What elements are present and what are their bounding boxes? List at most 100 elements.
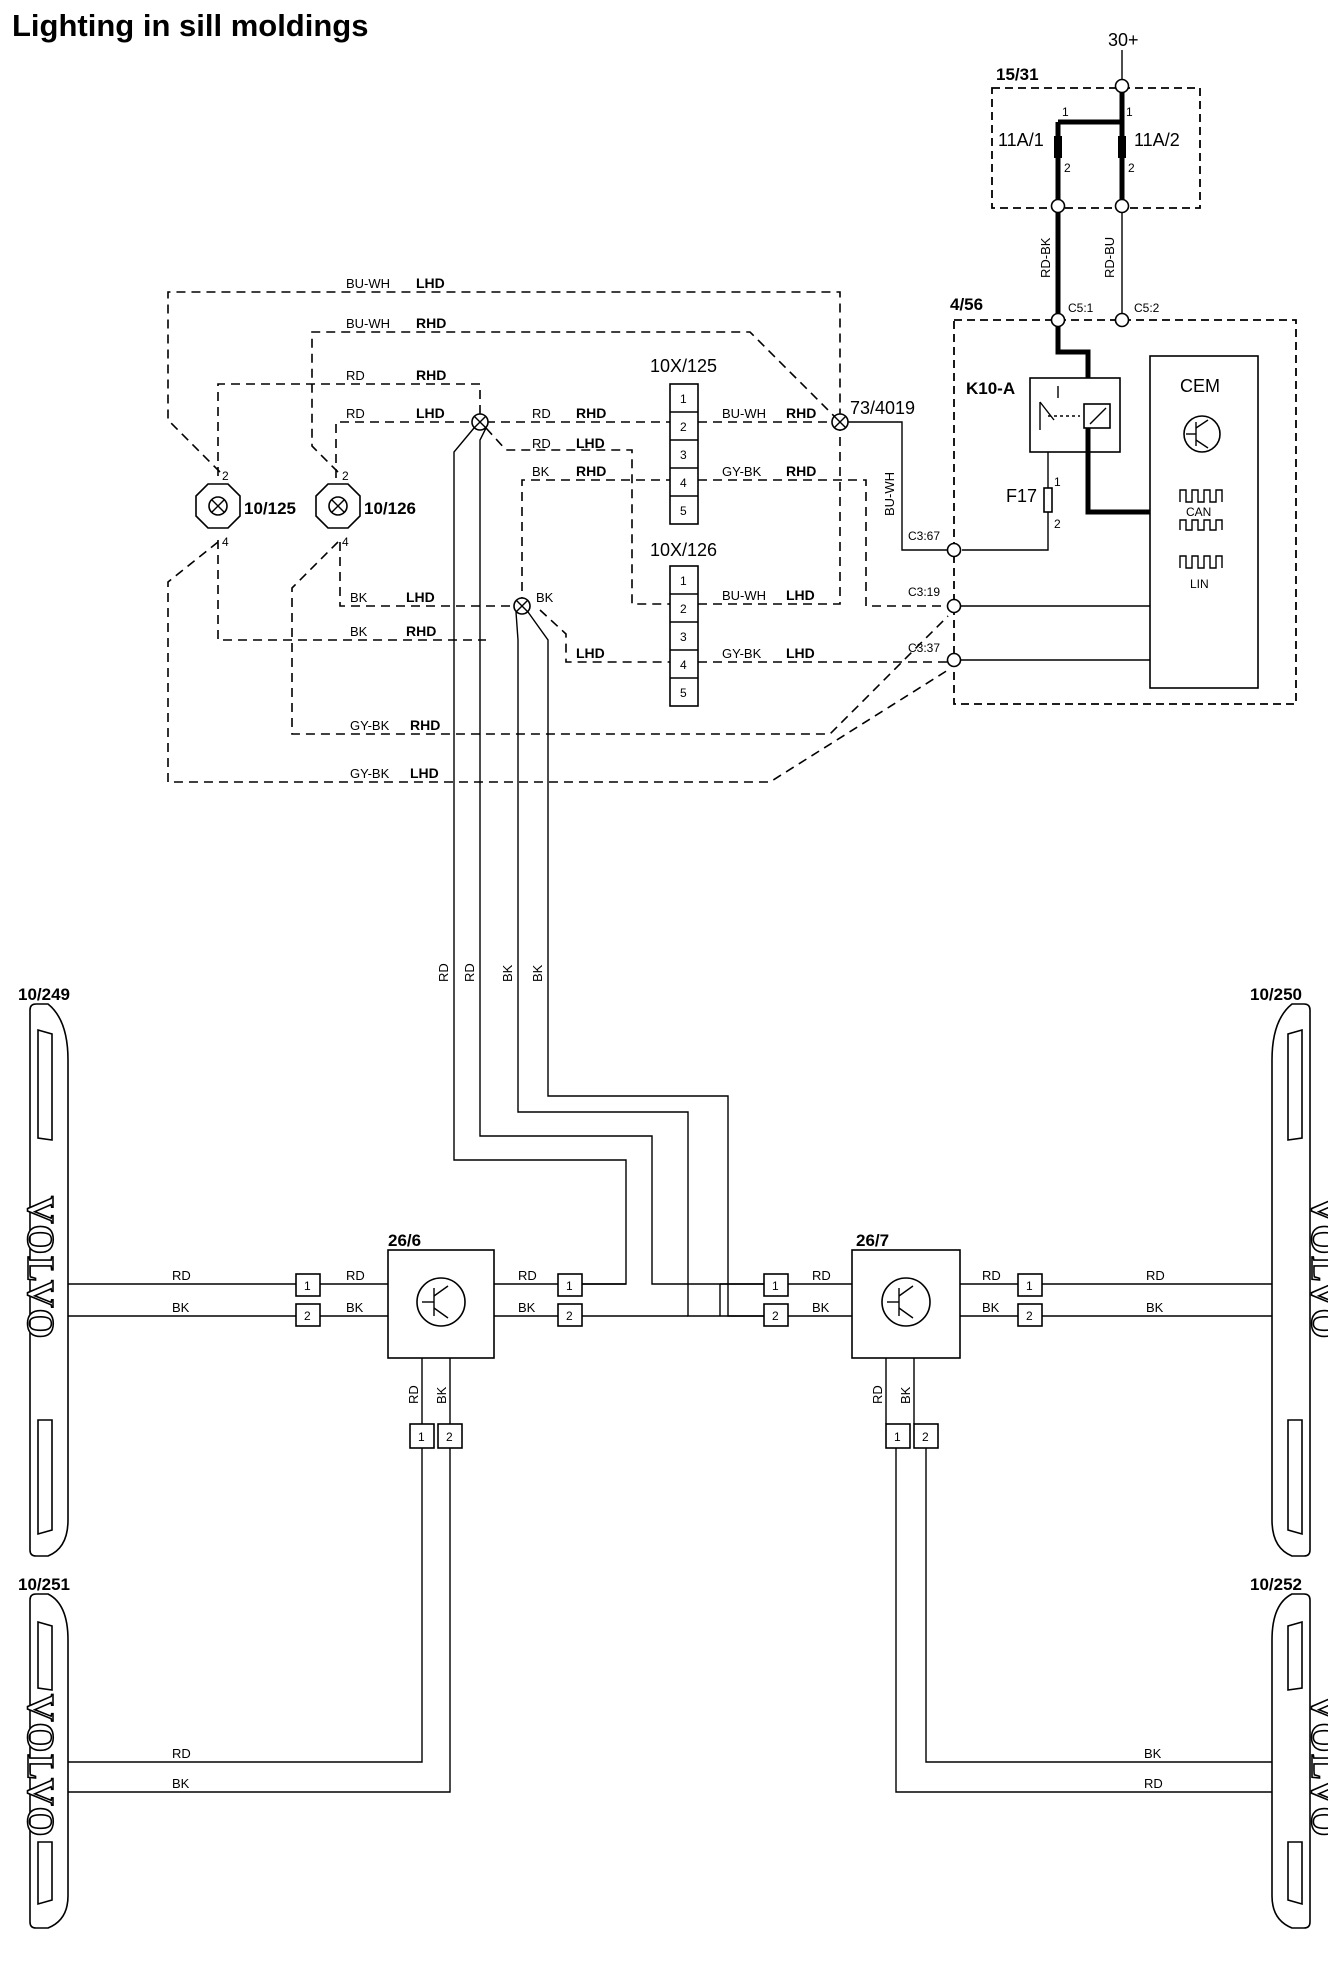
svg-text:RD: RD (982, 1268, 1001, 1283)
svg-text:BK: BK (812, 1300, 830, 1315)
splice-rd (471, 413, 489, 431)
svg-text:BK: BK (536, 590, 554, 605)
svg-text:LHD: LHD (576, 435, 605, 451)
fuse-f17-label: F17 (1006, 486, 1037, 506)
svg-text:RHD: RHD (406, 623, 436, 639)
svg-text:2: 2 (222, 469, 229, 483)
wire-label-rd-bu: RD-BU (1102, 237, 1117, 278)
svg-text:5: 5 (680, 686, 687, 700)
svg-text:2: 2 (304, 1309, 311, 1323)
power-supply-section: 30+ 15/31 1 1 2 2 11A/1 11A/2 RD-BK RD-B… (991, 30, 1201, 314)
svg-text:RD: RD (406, 1385, 421, 1404)
svg-text:1: 1 (680, 574, 687, 588)
svg-text:1: 1 (1126, 105, 1133, 119)
svg-text:2: 2 (772, 1309, 779, 1323)
svg-text:1: 1 (566, 1279, 573, 1293)
svg-text:RD: RD (532, 436, 551, 451)
svg-text:GY-BK: GY-BK (722, 464, 762, 479)
svg-text:BK: BK (1144, 1746, 1162, 1761)
lamp-10-126: 2 4 10/126 (315, 469, 416, 549)
can-label: CAN (1186, 505, 1211, 519)
fuse-11a2-label: 11A/2 (1134, 130, 1180, 150)
svg-text:RD: RD (1146, 1268, 1165, 1283)
svg-text:2: 2 (1054, 517, 1061, 531)
sill-molding-10-251: 10/251 VOLVO (18, 1575, 70, 1929)
fuse-box-outline (991, 87, 1201, 209)
svg-text:RD: RD (518, 1268, 537, 1283)
svg-text:5: 5 (680, 504, 687, 518)
svg-text:2: 2 (342, 469, 349, 483)
svg-text:GY-BK: GY-BK (350, 718, 390, 733)
svg-text:2: 2 (1128, 161, 1135, 175)
svg-text:RHD: RHD (416, 367, 446, 383)
fuse-11a2-body (1118, 136, 1126, 158)
connector-10x-125: 10X/125 1 2 3 4 5 (650, 356, 717, 525)
supply-node (1114, 78, 1130, 94)
lamp-left-label: 10/125 (244, 499, 296, 518)
relay-label: K10-A (966, 379, 1015, 398)
svg-text:2: 2 (922, 1430, 929, 1444)
fuse-11a1-body (1054, 136, 1062, 158)
svg-text:RHD: RHD (786, 405, 816, 421)
relay-coil (1083, 403, 1111, 429)
svg-text:BU-WH: BU-WH (346, 276, 390, 291)
svg-text:C3:37: C3:37 (908, 641, 940, 655)
svg-text:RHD: RHD (410, 717, 440, 733)
svg-text:RHD: RHD (416, 315, 446, 331)
svg-text:RHD: RHD (576, 405, 606, 421)
svg-text:RD: RD (346, 1268, 365, 1283)
svg-text:4: 4 (342, 535, 349, 549)
svg-text:1: 1 (894, 1430, 901, 1444)
svg-text:2: 2 (680, 420, 687, 434)
cem-module-label: 4/56 (950, 295, 983, 314)
svg-text:1: 1 (1062, 105, 1069, 119)
sill-logo: VOLVO (19, 1694, 61, 1838)
svg-text:BK: BK (518, 1300, 536, 1315)
supply-label: 30+ (1108, 30, 1139, 50)
lin-label: LIN (1190, 577, 1209, 591)
svg-text:LHD: LHD (416, 275, 445, 291)
svg-text:BK: BK (1146, 1300, 1164, 1315)
svg-text:26/6: 26/6 (388, 1231, 421, 1250)
sill-molding-10-249: 10/249 VOLVO (18, 985, 70, 1557)
terminal-c3-67 (946, 542, 962, 558)
svg-text:RHD: RHD (576, 463, 606, 479)
splice-bk: BK (513, 590, 554, 615)
svg-text:RD: RD (172, 1268, 191, 1283)
diagram-title: Lighting in sill moldings (12, 8, 368, 43)
svg-text:10X/125: 10X/125 (650, 356, 717, 376)
sill-logo: VOLVO (19, 1196, 61, 1340)
svg-text:1: 1 (304, 1279, 311, 1293)
fuse-box-label: 15/31 (996, 65, 1039, 84)
terminal-c3-37 (946, 652, 962, 668)
svg-text:2: 2 (446, 1430, 453, 1444)
svg-text:RD: RD (436, 963, 451, 982)
svg-text:RHD: RHD (786, 463, 816, 479)
svg-text:4: 4 (680, 476, 687, 490)
svg-text:C3:67: C3:67 (908, 529, 940, 543)
sill-logo: VOLVO (1303, 1694, 1328, 1838)
svg-text:BK: BK (500, 964, 515, 982)
svg-text:10/250: 10/250 (1250, 985, 1302, 1004)
svg-text:GY-BK: GY-BK (722, 646, 762, 661)
svg-text:BK: BK (434, 1386, 449, 1404)
amplifier-26-6: 26/6 1 2 RD BK 1 2 RD BK RD BK 1 2 (295, 1231, 688, 1449)
svg-text:RD: RD (870, 1385, 885, 1404)
svg-text:BU-WH: BU-WH (882, 472, 897, 516)
svg-text:3: 3 (680, 448, 687, 462)
lamp-10-125: 2 4 10/125 (195, 469, 296, 549)
svg-text:BK: BK (982, 1300, 1000, 1315)
svg-text:LHD: LHD (576, 645, 605, 661)
svg-text:2: 2 (680, 602, 687, 616)
svg-text:BK: BK (898, 1386, 913, 1404)
svg-text:LHD: LHD (786, 645, 815, 661)
svg-text:BK: BK (346, 1300, 364, 1315)
sill-molding-10-250: 10/250 VOLVO (1250, 985, 1328, 1557)
svg-text:LHD: LHD (406, 589, 435, 605)
svg-text:RD: RD (172, 1746, 191, 1761)
sill-molding-10-252: 10/252 VOLVO (1250, 1575, 1328, 1929)
svg-text:2: 2 (1026, 1309, 1033, 1323)
svg-text:GY-BK: GY-BK (350, 766, 390, 781)
